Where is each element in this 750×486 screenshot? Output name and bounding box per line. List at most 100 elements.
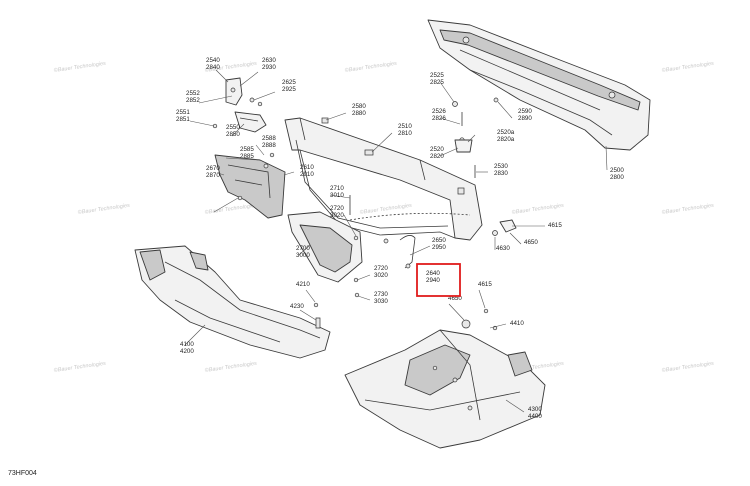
callout-line: 4100 [180, 341, 194, 348]
callout-line: 2588 [262, 135, 276, 142]
callout-line: 3020 [374, 272, 388, 279]
callout-line: 4650 [448, 295, 462, 302]
watermark: ©Bauer Technologies [204, 360, 257, 374]
callout-line: 2880 [352, 110, 366, 117]
callout-line: 3010 [330, 192, 344, 199]
callout-line: 3000 [296, 252, 310, 259]
callout-line: 2940 [426, 277, 440, 284]
watermark: ©Bauer Technologies [344, 60, 397, 74]
callout-line: 4410 [510, 320, 524, 327]
callout-4650: 4650 [524, 239, 538, 246]
callout-line: 2520a [497, 129, 515, 136]
callout-line: 2510 [398, 123, 412, 130]
watermark: ©Bauer Technologies [53, 60, 106, 74]
highlight-box [416, 263, 461, 297]
callout-line: 2590 [518, 108, 532, 115]
callout-4615: 4615 [478, 281, 492, 288]
callout-line: 2890 [518, 115, 532, 122]
watermark: ©Bauer Technologies [511, 202, 564, 216]
callout-line: 2630 [262, 57, 276, 64]
callout-line: 4630 [496, 245, 510, 252]
callout-line: 2930 [262, 64, 276, 71]
callout-line: 2870 [206, 172, 220, 179]
callout-line: 2640 [426, 270, 440, 277]
callout-line: 2830 [494, 170, 508, 177]
callout-line: 2825 [430, 79, 444, 86]
callout-line: 4210 [296, 281, 310, 288]
callout-line: 2950 [432, 244, 446, 251]
callout-4230: 4230 [290, 303, 304, 310]
callout-line: 4200 [180, 348, 194, 355]
watermark: ©Bauer Technologies [661, 202, 714, 216]
callout-line: 4615 [548, 222, 562, 229]
latch-bracket-4650 [461, 219, 517, 329]
callout-line: 4615 [478, 281, 492, 288]
callout-line: 3030 [374, 298, 388, 305]
callout-line: 4650 [524, 239, 538, 246]
watermark: ©Bauer Technologies [359, 202, 412, 216]
callout-line: 2720 [374, 265, 388, 272]
callout-line: 2625 [282, 79, 296, 86]
door-frame-2510 [284, 117, 483, 241]
callout-line: 2730 [374, 291, 388, 298]
callout-line: 2710 [330, 185, 344, 192]
watermark: ©Bauer Technologies [661, 360, 714, 374]
callout-line: 4300 [528, 406, 542, 413]
callout-line: 2551 [176, 109, 190, 116]
callout-4650: 4650 [448, 295, 462, 302]
watermark: ©Bauer Technologies [661, 60, 714, 74]
callout-line: 2810 [398, 130, 412, 137]
callout-line: 2826 [432, 115, 446, 122]
callout-line: 2885 [240, 153, 254, 160]
callout-line: 2910 [300, 171, 314, 178]
door-panel-2500 [427, 19, 651, 151]
callout-line: 2670 [206, 165, 220, 172]
callout-line: 2585 [240, 146, 254, 153]
callout-4630: 4630 [496, 245, 510, 252]
callout-line: 3020 [330, 212, 344, 219]
callout-line: 2925 [282, 86, 296, 93]
handle-bracket-2540 [212, 77, 267, 133]
callout-line: 4230 [290, 303, 304, 310]
callout-line: 2552 [186, 90, 200, 97]
callout-line: 2852 [186, 97, 200, 104]
callout-line: 2610 [300, 164, 314, 171]
callout-line: 2851 [176, 116, 190, 123]
callout-line: 2888 [262, 142, 276, 149]
callout-line: 4400 [528, 413, 542, 420]
callout-line: 2820 [430, 153, 444, 160]
callout-4615: 4615 [548, 222, 562, 229]
watermark: ©Bauer Technologies [53, 360, 106, 374]
callout-line: 2540 [206, 57, 220, 64]
callout-line: 2520 [430, 146, 444, 153]
door-strap-2650 [383, 101, 476, 269]
callout-4210: 4210 [296, 281, 310, 288]
callout-line: 2820a [497, 136, 515, 143]
callout-line: 2800 [610, 174, 624, 181]
callout-line: 2530 [494, 163, 508, 170]
callout-line: 2550 [226, 124, 240, 131]
